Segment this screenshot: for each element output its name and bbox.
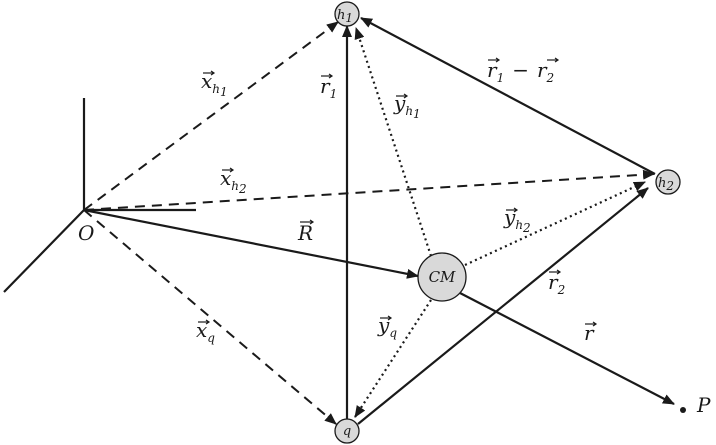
node-h1	[334, 1, 360, 27]
origin-label: O	[78, 221, 94, 245]
vector-r	[459, 292, 675, 405]
svg-text:r1−r2: r1−r2	[487, 58, 554, 85]
svg-text:yh2: yh2	[503, 205, 531, 235]
node-q	[334, 418, 360, 444]
vector-x-h2	[83, 169, 655, 211]
vector-x-h1	[83, 21, 339, 211]
svg-text:r1: r1	[320, 74, 337, 101]
node-h2-label: h	[658, 176, 666, 191]
label-r2: r2	[548, 269, 565, 297]
svg-text:r: r	[584, 321, 595, 345]
vector-y-q	[354, 299, 432, 418]
label-x-h1: xh1	[201, 69, 228, 99]
svg-text:xh1: xh1	[201, 69, 228, 99]
axis-diagonal	[3, 209, 85, 293]
label-y-h2: yh2	[503, 205, 531, 235]
svg-text:r2: r2	[548, 270, 565, 297]
label-r: r	[584, 321, 598, 345]
svg-text:h2: h2	[658, 176, 674, 193]
point-p-dot	[680, 407, 686, 413]
node-h2	[655, 169, 681, 195]
label-r1: r1	[320, 73, 337, 101]
point-p-label: P	[696, 393, 711, 417]
label-x-h2: xh2	[220, 166, 247, 196]
vector-r1-minus-r2	[360, 17, 656, 175]
label-y-q: yq	[377, 313, 397, 340]
node-h1-sub: 1	[345, 11, 353, 25]
label-y-h1: yh1	[393, 91, 421, 121]
label-R: R	[297, 219, 315, 245]
vector-r2	[357, 187, 649, 425]
vector-y-h1	[354, 27, 433, 257]
node-cm	[417, 252, 467, 302]
svg-text:xq: xq	[196, 318, 215, 345]
node-q-label: q	[343, 424, 351, 439]
svg-text:yh1: yh1	[393, 91, 421, 121]
svg-text:yq: yq	[377, 313, 397, 340]
node-h1-label: h	[337, 8, 345, 23]
node-cm-label: CM	[429, 268, 456, 286]
svg-text:h1: h1	[337, 8, 353, 25]
label-r1-minus-r2: r1−r2	[487, 57, 560, 85]
vector-y-h2	[464, 181, 646, 266]
vector-R	[83, 208, 419, 279]
node-h2-sub: 2	[665, 179, 674, 193]
label-x-q: xq	[196, 318, 215, 345]
vector-x-q	[83, 209, 337, 425]
svg-text:xh2: xh2	[220, 166, 247, 196]
svg-text:R: R	[297, 221, 313, 245]
